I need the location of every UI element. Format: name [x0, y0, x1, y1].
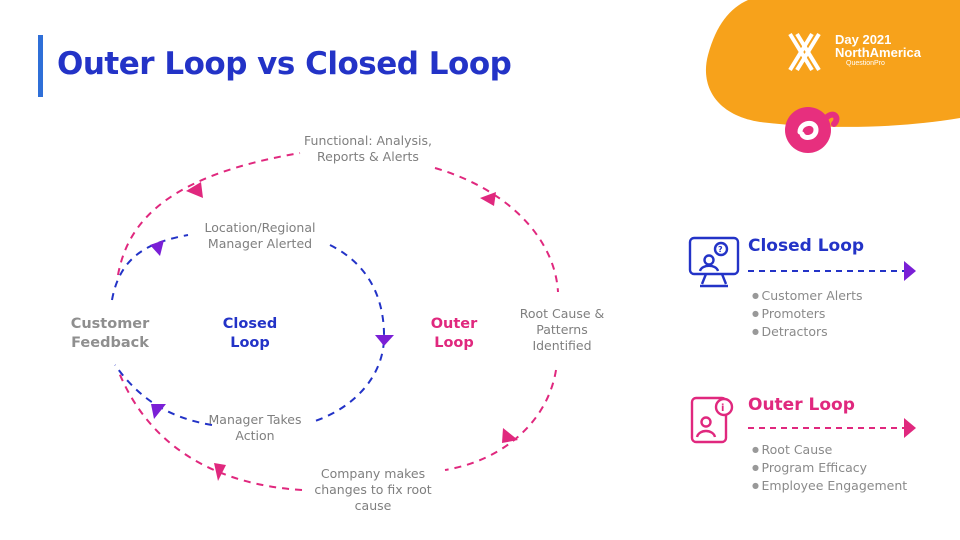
outer-arrowhead-bottom-right [502, 428, 518, 443]
closed-legend-arrowhead [904, 261, 916, 281]
closed-loop-legend-list: Customer Alerts Promoters Detractors [752, 287, 863, 341]
monitor-user-question-icon [688, 236, 740, 288]
orange-blob-shape [705, 0, 960, 127]
outer-loop-arc-top-left [117, 152, 301, 276]
swirl-logo-icon [785, 107, 840, 153]
root-cause-label: Root Cause & Patterns Identified [519, 306, 605, 353]
title-accent-bar [38, 35, 43, 97]
outer-loop-arc-bottom-right [444, 369, 557, 471]
location-manager-label: Location/Regional Manager Alerted [204, 220, 316, 251]
list-item: Program Efficacy [752, 459, 907, 477]
outer-loop-arc-bottom-left [117, 369, 303, 491]
tablet-user-info-icon [690, 396, 734, 444]
closed-arrowhead-bottom-left [151, 404, 166, 419]
event-brand: QuestionPro [846, 60, 885, 67]
closed-loop-legend-title: Closed Loop [748, 236, 865, 256]
outer-loop-center-label: Outer Loop [430, 316, 478, 351]
outer-arrowhead-top-right [480, 192, 496, 206]
list-item: Detractors [752, 323, 863, 341]
customer-feedback-label: Customer Feedback [70, 316, 150, 351]
company-changes-label: Company makes changes to fix root cause [314, 466, 432, 513]
outer-arrowhead-top-left [186, 182, 203, 198]
svg-text:?: ? [718, 245, 723, 254]
functional-analysis-label: Functional: Analysis, Reports & Alerts [304, 133, 432, 164]
closed-loop-arc-right [311, 244, 386, 423]
manager-action-label: Manager Takes Action [208, 412, 302, 443]
outer-legend-arrowhead [904, 418, 916, 438]
x-logo-icon [788, 32, 821, 72]
outer-arrowhead-bottom-left [214, 463, 226, 481]
closed-arrowhead-top-left [150, 240, 164, 256]
list-item: Root Cause [752, 441, 907, 459]
event-region: NorthAmerica [835, 45, 921, 60]
outer-loop-legend-list: Root Cause Program Efficacy Employee Eng… [752, 441, 908, 495]
list-item: Employee Engagement [752, 477, 908, 495]
page-title: Outer Loop vs Closed Loop [57, 46, 512, 82]
outer-loop-arc-top-right [434, 167, 559, 293]
closed-loop-center-label: Closed Loop [222, 316, 278, 351]
closed-arrowhead-right [375, 335, 394, 346]
outer-loop-legend-title: Outer Loop [748, 395, 855, 415]
svg-text:i: i [721, 403, 724, 414]
event-year: Day 2021 [835, 32, 892, 47]
closed-loop-arc-top-left [111, 234, 189, 301]
list-item: Customer Alerts [752, 287, 863, 305]
list-item: Promoters [752, 305, 863, 323]
